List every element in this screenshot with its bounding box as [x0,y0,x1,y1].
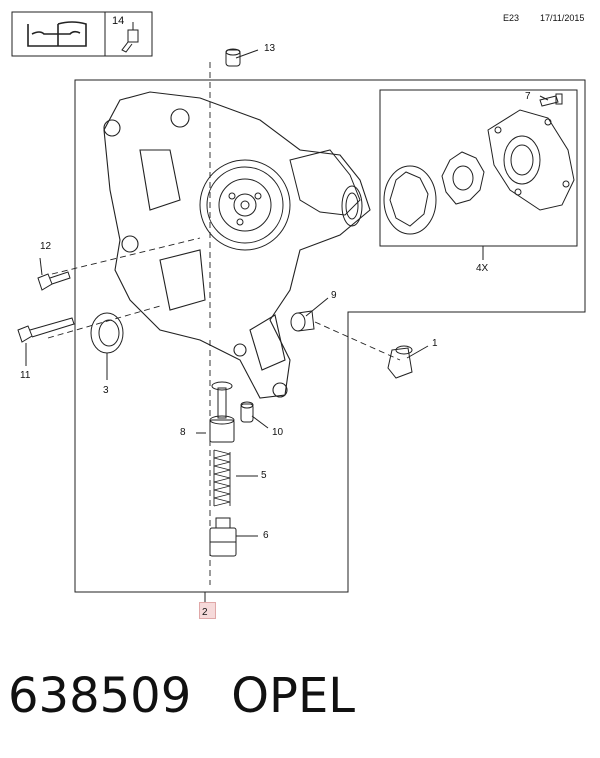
pump-cover-plate [487,109,575,211]
callout-8: 8 [180,427,186,438]
diagram-date: 17/11/2015 [540,13,585,23]
pump-pulley [199,159,291,251]
valve-piston [209,381,235,443]
brand-name: OPEL [231,668,356,724]
callout-7: 7 [525,91,531,102]
callout-9: 9 [331,290,337,301]
callout-2: 2 [202,607,208,618]
header-icon-frame [11,11,153,57]
threaded-plug [209,517,237,557]
callout-5: 5 [261,470,267,481]
callout-6: 6 [263,530,269,541]
callout-11: 11 [20,370,31,381]
bolt-short [37,271,71,291]
diagram-code: E23 [503,13,520,23]
callout-12: 12 [40,241,52,252]
plunger [240,401,254,423]
callout-4x: 4X [476,263,489,274]
main-frame [74,79,586,593]
manual-wrench-icon [27,21,87,47]
oil-seal [90,312,124,354]
bolt-long [17,317,75,343]
sleeve-top [225,48,241,67]
front-cover-housing [103,91,371,399]
cover-screw [539,93,563,107]
injector-icon [121,22,139,53]
callout-10: 10 [272,427,284,438]
spring [213,449,231,507]
tool-reference-number: 14 [112,15,125,27]
callout-13: 13 [264,43,276,54]
footer-caption: 638509 OPEL [8,668,355,724]
gear-rotor [441,151,485,205]
callout-3: 3 [103,385,109,396]
inner-rotor-ring [383,165,437,235]
bushing [290,310,315,332]
pump-outlet [289,149,363,227]
plug [387,345,413,379]
callout-2-highlight[interactable] [199,602,216,619]
part-number: 638509 [8,668,192,724]
inset-frame [379,89,578,247]
callout-1: 1 [432,338,438,349]
